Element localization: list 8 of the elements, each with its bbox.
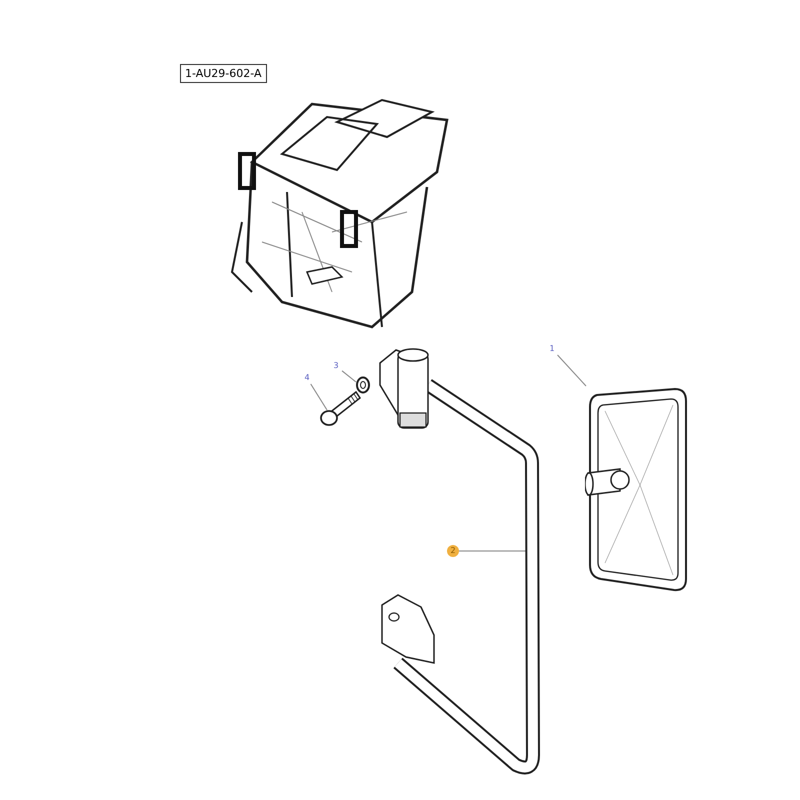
- drawing-reference-label: 1-AU29-602-A: [180, 64, 267, 83]
- leader-line: [557, 354, 586, 386]
- washer-drawing: [355, 376, 371, 394]
- leader-line: [342, 370, 356, 382]
- callout-number: 4: [301, 372, 313, 384]
- callout-number: 1: [546, 343, 558, 355]
- callout-number: 3: [330, 360, 342, 372]
- leader-line: [458, 550, 528, 552]
